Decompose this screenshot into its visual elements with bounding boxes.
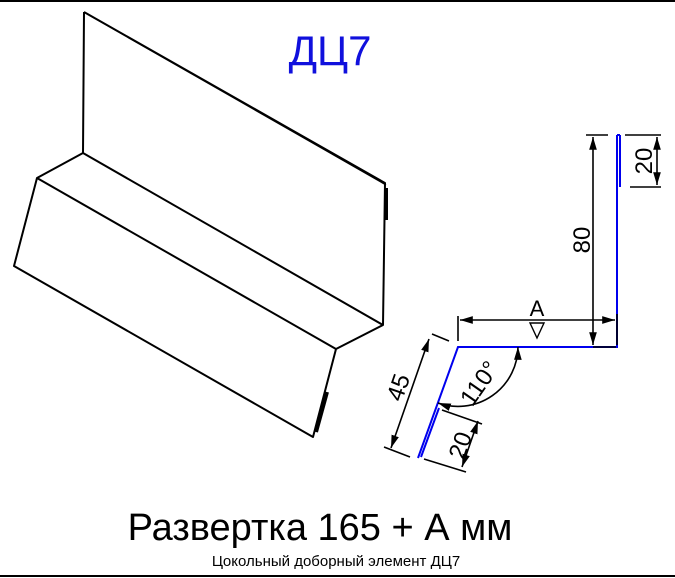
dim-height-80: 80 (569, 227, 596, 254)
unfold-label: Развертка 165 + А мм (128, 507, 513, 549)
isometric-view (13, 11, 388, 438)
product-title: ДЦ7 (289, 27, 372, 74)
dim-angle-110: 110° (455, 356, 505, 411)
profile-section (417, 134, 621, 459)
dim-slope-45: 45 (382, 371, 416, 405)
dimension-lines (383, 134, 661, 473)
dim-top-hem-20: 20 (631, 148, 658, 175)
dim-width-a: A (530, 296, 545, 321)
subtitle: Цокольный доборный элемент ДЦ7 (212, 553, 460, 570)
